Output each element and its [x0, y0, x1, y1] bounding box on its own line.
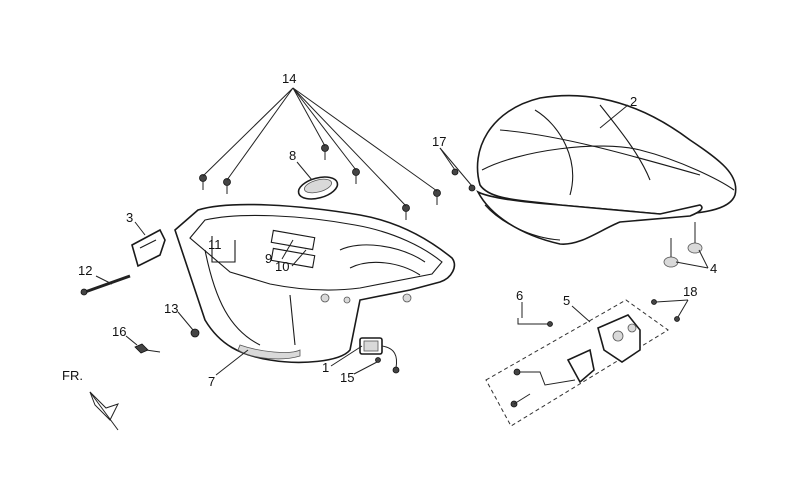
callout-2: 2: [630, 94, 637, 109]
callout-18: 18: [683, 284, 697, 299]
leader-18a: [655, 299, 689, 303]
callout-10: 10: [275, 259, 289, 274]
front-direction-arrow: [89, 391, 119, 431]
leader-9: [281, 239, 294, 260]
leader-16: [125, 335, 138, 346]
leader-4a: [675, 261, 709, 269]
callout-7: 7: [208, 374, 215, 389]
callout-8: 8: [289, 148, 296, 163]
leader-4b: [698, 249, 709, 269]
callout-15: 15: [340, 370, 354, 385]
latch-assembly-box: [485, 299, 669, 427]
front-label: FR.: [62, 368, 83, 383]
screw-16: [134, 343, 149, 354]
luggage-box: [174, 203, 456, 364]
screws-14: [199, 144, 441, 220]
leader-2: [599, 104, 629, 129]
leader-1: [330, 345, 363, 367]
callout-5: 5: [563, 293, 570, 308]
clip-13: [190, 328, 200, 338]
leader-12: [95, 275, 113, 285]
bracket-3: [131, 228, 166, 268]
callout-3: 3: [126, 210, 133, 225]
latch-assembly-5: [510, 299, 680, 408]
leader-13: [177, 311, 194, 331]
callout-12: 12: [78, 263, 92, 278]
leader-3: [134, 221, 146, 236]
callout-14: 14: [282, 71, 296, 86]
callout-13: 13: [164, 301, 178, 316]
bolt-18a: [651, 299, 657, 305]
screw-15: [375, 357, 381, 363]
callout-9: 9: [265, 251, 272, 266]
callout-6: 6: [516, 288, 523, 303]
bolt-18b: [674, 316, 680, 322]
callout-1: 1: [322, 360, 329, 375]
leader-18b: [677, 299, 689, 318]
leader-5: [571, 305, 591, 323]
callout-16: 16: [112, 324, 126, 339]
seat-bush-left: [663, 256, 679, 268]
bolt-17a: [451, 168, 459, 176]
leader-7: [215, 349, 249, 376]
callout-11: 11: [208, 237, 222, 252]
leader-10: [291, 249, 307, 267]
leader-17b: [439, 147, 473, 187]
bolt-12: [80, 274, 131, 296]
seat: [451, 94, 737, 268]
leader-15: [353, 361, 378, 375]
callout-4: 4: [710, 261, 717, 276]
lock-switch-1: [359, 337, 400, 374]
leader-8: [296, 161, 313, 181]
callout-17: 17: [432, 134, 446, 149]
bolt-17b: [468, 184, 476, 192]
cable-6: [517, 318, 553, 327]
